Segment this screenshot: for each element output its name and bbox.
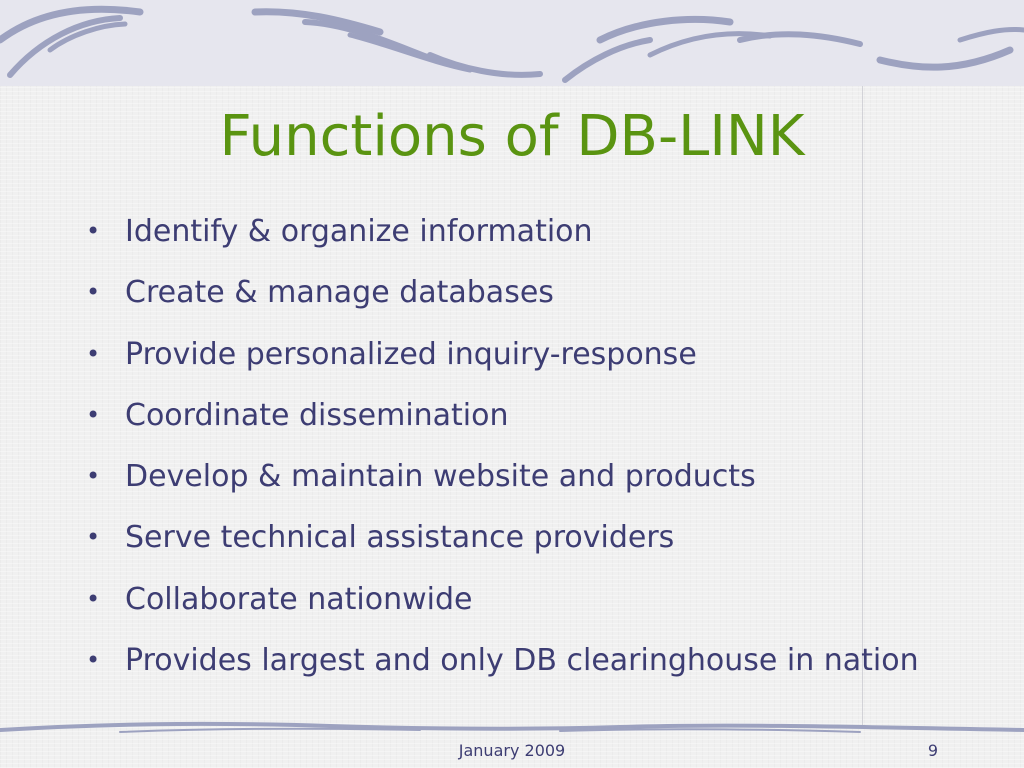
decorative-bottom-line (0, 718, 1024, 738)
bullet-icon: • (86, 278, 101, 307)
bullet-icon: • (86, 400, 101, 429)
swirl-decoration-top (0, 5, 1024, 83)
bullet-text: Serve technical assistance providers (125, 520, 675, 556)
bullet-icon: • (86, 584, 101, 613)
footer-date: January 2009 (458, 741, 566, 760)
bullet-icon: • (86, 339, 101, 368)
slide-title: Functions of DB-LINK (219, 104, 805, 169)
bullet-text: Coordinate dissemination (125, 397, 509, 433)
bullet-icon: • (86, 523, 101, 552)
page-number: 9 (927, 741, 938, 760)
bullet-icon: • (86, 217, 101, 245)
bullet-icon: • (86, 462, 101, 491)
bullet-text: Collaborate nationwide (125, 581, 473, 617)
bullet-icon: • (86, 646, 101, 675)
bullet-text: Identify & organize information (125, 214, 593, 249)
bullet-text: Provides largest and only DB clearinghou… (125, 643, 919, 679)
decorative-vertical-line (862, 86, 863, 726)
bullet-text: Create & manage databases (125, 275, 554, 311)
bullet-text: Develop & maintain website and products (125, 459, 756, 495)
swirl-decoration-bottom (0, 721, 1024, 733)
bullet-text: Provide personalized inquiry-response (125, 336, 697, 372)
decorative-top-band (0, 0, 1024, 86)
